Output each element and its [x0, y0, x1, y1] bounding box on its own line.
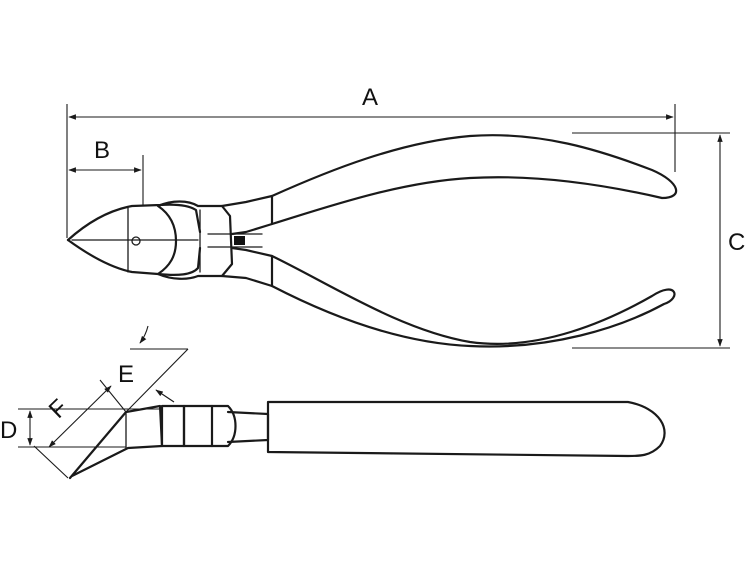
jaw-rivet [131, 236, 141, 246]
dim-b-label: B [94, 137, 110, 164]
handle-upper [270, 134, 678, 226]
dim-e-arrow-top [139, 325, 149, 344]
cutting-jaw-upper [66, 203, 202, 242]
dim-f-line [48, 385, 112, 448]
neck-lower [220, 246, 274, 288]
side-neck [210, 404, 237, 448]
dim-c-label: C [728, 229, 745, 256]
handle-lower [270, 254, 676, 348]
pliers-side-view [68, 400, 666, 480]
dimension-d: D [0, 408, 160, 448]
cutting-jaw-lower [66, 238, 202, 276]
pivot-joint [156, 200, 234, 280]
dim-e-arrow-bottom [155, 389, 175, 403]
side-handle [266, 400, 666, 458]
pliers-top-view [66, 134, 678, 348]
dim-f-extension-bottom [33, 445, 69, 479]
dim-f-extension-top [99, 379, 127, 413]
dim-d-label: D [0, 417, 17, 444]
dimension-a: A [66, 84, 676, 238]
dimension-e: E [118, 325, 189, 413]
side-jaw [68, 404, 164, 480]
neck-upper [220, 194, 274, 236]
dim-a-label: A [362, 84, 378, 111]
dim-e-reference-line [125, 348, 189, 413]
dim-e-label: E [118, 361, 134, 388]
dimension-c: C [572, 132, 745, 349]
side-pivot-block-right [182, 404, 214, 448]
spring-clip [234, 236, 245, 245]
dimension-b: B [68, 137, 144, 206]
side-pivot-block-left [160, 404, 186, 448]
